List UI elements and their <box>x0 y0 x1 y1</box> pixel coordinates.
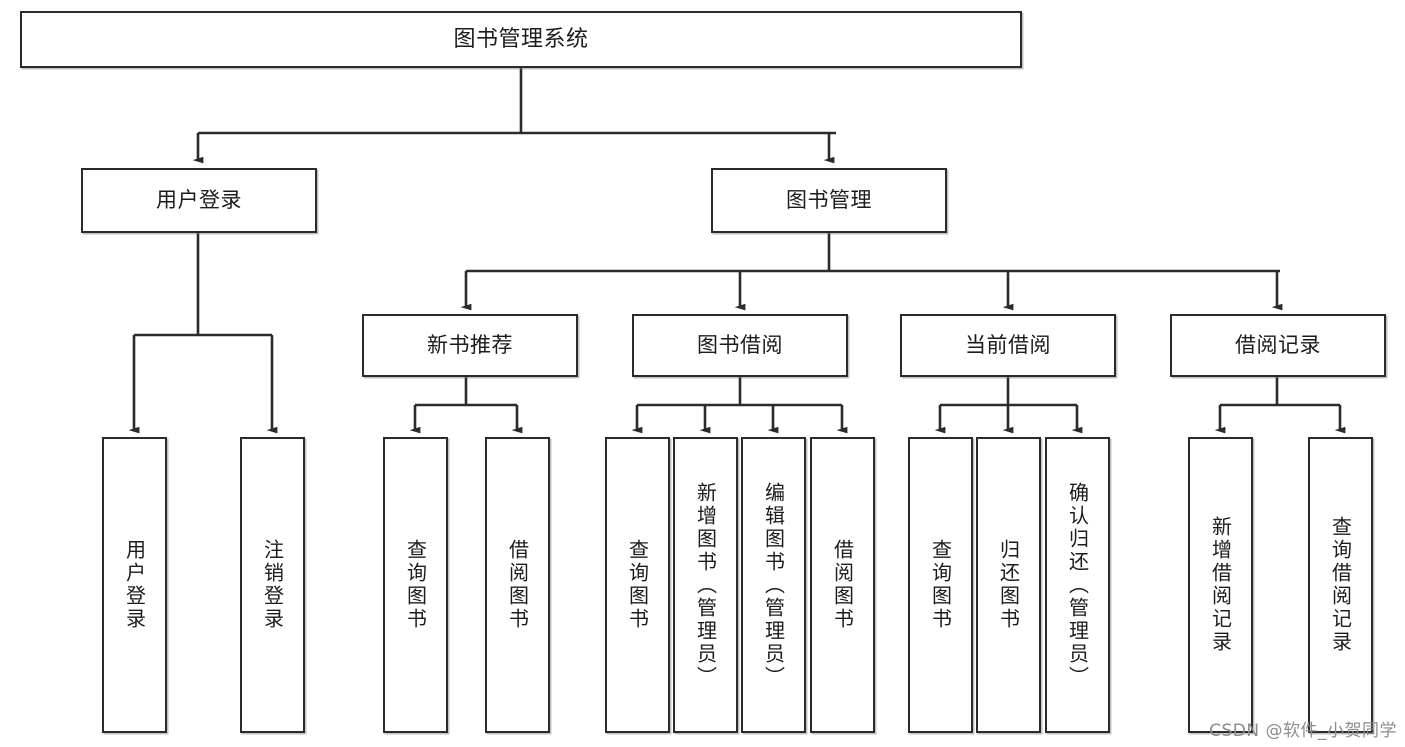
node-leaf-query-book-3[interactable]: 查询图书 <box>908 437 973 733</box>
node-user-login-label: 用户登录 <box>156 188 242 213</box>
node-leaf-user-login[interactable]: 用户登录 <box>102 437 167 733</box>
node-book-borrow[interactable]: 图书借阅 <box>632 314 848 377</box>
node-leaf-borrow-book-1[interactable]: 借阅图书 <box>485 437 550 733</box>
node-borrow-record[interactable]: 借阅记录 <box>1170 314 1386 377</box>
node-leaf-logout-label: 注销登录 <box>260 539 285 631</box>
node-leaf-query-record-label: 查询借阅记录 <box>1328 516 1353 654</box>
node-root-system[interactable]: 图书管理系统 <box>20 11 1022 68</box>
node-leaf-return-book[interactable]: 归还图书 <box>976 437 1041 733</box>
node-new-book-recommend-label: 新书推荐 <box>427 333 513 358</box>
node-leaf-return-book-label: 归还图书 <box>996 539 1021 631</box>
node-current-borrow-label: 当前借阅 <box>965 333 1051 358</box>
node-book-management-label: 图书管理 <box>786 188 872 213</box>
node-leaf-borrow-book-2-label: 借阅图书 <box>830 539 855 631</box>
node-leaf-query-book-1[interactable]: 查询图书 <box>383 437 448 733</box>
node-current-borrow[interactable]: 当前借阅 <box>900 314 1116 377</box>
node-borrow-record-label: 借阅记录 <box>1235 333 1321 358</box>
csdn-watermark: CSDN @软件_小贺同学 <box>1209 721 1397 741</box>
node-leaf-confirm-return[interactable]: 确认归还（管理员） <box>1045 437 1110 733</box>
node-leaf-logout[interactable]: 注销登录 <box>240 437 305 733</box>
node-leaf-add-book-label: 新增图书（管理员） <box>693 481 718 689</box>
node-leaf-borrow-book-2[interactable]: 借阅图书 <box>810 437 875 733</box>
node-leaf-query-book-2[interactable]: 查询图书 <box>605 437 670 733</box>
node-leaf-edit-book[interactable]: 编辑图书（管理员） <box>741 437 806 733</box>
node-leaf-borrow-book-1-label: 借阅图书 <box>505 539 530 631</box>
node-leaf-user-login-label: 用户登录 <box>122 539 147 631</box>
node-leaf-add-book[interactable]: 新增图书（管理员） <box>673 437 738 733</box>
node-leaf-query-book-3-label: 查询图书 <box>928 539 953 631</box>
node-leaf-query-record[interactable]: 查询借阅记录 <box>1308 437 1373 733</box>
node-book-management[interactable]: 图书管理 <box>711 168 947 233</box>
node-new-book-recommend[interactable]: 新书推荐 <box>362 314 578 377</box>
node-book-borrow-label: 图书借阅 <box>697 333 783 358</box>
node-leaf-confirm-return-label: 确认归还（管理员） <box>1065 481 1090 689</box>
node-leaf-add-record-label: 新增借阅记录 <box>1208 516 1233 654</box>
node-leaf-query-book-1-label: 查询图书 <box>403 539 428 631</box>
node-root-system-label: 图书管理系统 <box>453 26 589 52</box>
node-leaf-edit-book-label: 编辑图书（管理员） <box>761 481 786 689</box>
node-user-login[interactable]: 用户登录 <box>81 168 317 233</box>
node-leaf-add-record[interactable]: 新增借阅记录 <box>1188 437 1253 733</box>
node-leaf-query-book-2-label: 查询图书 <box>625 539 650 631</box>
